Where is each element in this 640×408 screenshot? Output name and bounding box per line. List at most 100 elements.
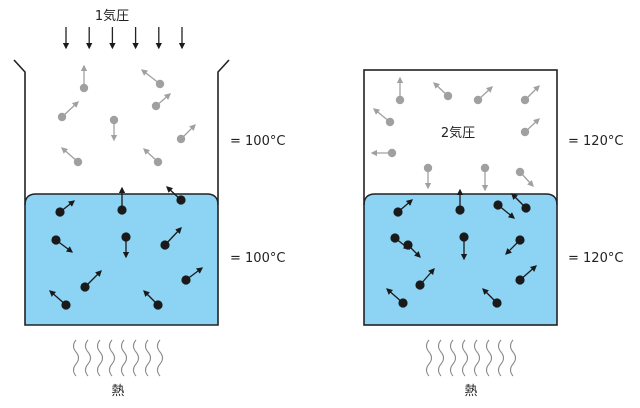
vapor-molecule [151,93,171,111]
molecule-dot [515,275,525,285]
vapor-molecule [79,64,89,93]
vapor-molecule [520,85,540,105]
vapor-molecule [372,108,395,127]
molecule-dot [61,300,71,310]
molecule-dot [51,235,61,245]
heat-wave-line [437,339,445,377]
molecule-dot [79,83,89,93]
molecule-dot [403,240,413,250]
heat-wave-line [485,339,493,377]
molecule-dot [493,200,503,210]
molecule-dot [390,233,400,243]
left-vapor-temp: = 100°C [230,134,285,149]
liquid-molecule [143,290,163,310]
right-liquid-temp: = 120°C [568,251,623,266]
heat-wave-line [72,339,80,377]
liquid-molecule [160,227,182,250]
molecule-dot [415,280,425,290]
right-container-outline [363,69,558,326]
molecule-dot [387,148,397,158]
liquid-molecule [493,200,516,219]
left-pressure-arrows [62,27,186,50]
molecule-dot [395,95,405,105]
heat-wave-line [84,339,92,377]
liquid-molecule [181,267,204,285]
vapor-molecule [143,148,163,167]
heat-wave-line [473,339,481,377]
molecule-dot [181,275,191,285]
left-water [25,194,218,325]
heat-wave-line [425,339,433,377]
liquid-molecule [403,240,421,258]
left-pressure-label: 1気圧 [95,8,129,24]
molecule-dot [455,205,465,215]
left-heat-label: 熱 [111,384,124,399]
molecule-dot [117,205,127,215]
vapor-molecule [395,76,405,105]
molecule-dot [80,282,90,292]
liquid-molecule [166,186,186,205]
molecule-dot [121,232,131,242]
vapor-molecule [176,124,196,144]
left-molecules [49,64,204,310]
liquid-molecule [393,199,413,217]
molecule-dot [443,91,453,101]
right-water [364,194,557,325]
heat-wave-line [144,339,152,377]
molecule-dot [109,115,119,125]
vapor-molecule [109,115,119,142]
liquid-molecule [121,232,131,259]
heat-wave-line [461,339,469,377]
molecule-dot [155,79,165,89]
molecule-dot [176,195,186,205]
molecule-dot [459,232,469,242]
molecule-dot [151,101,161,111]
vapor-molecule [423,163,433,190]
left-liquid-temp: = 100°C [230,251,285,266]
liquid-molecule [51,235,74,253]
heat-wave-line [497,339,505,377]
molecule-dot [160,240,170,250]
right-pressure-label: 2気圧 [441,125,475,141]
vapor-molecule [61,147,83,167]
molecule-dot [176,134,186,144]
liquid-molecule [49,290,71,310]
molecule-dot [153,157,163,167]
molecule-dot [515,235,525,245]
molecule-dot [385,117,395,127]
heat-wave-line [96,339,104,377]
molecule-dot [515,167,525,177]
molecule-dot [473,95,483,105]
molecule-dot [398,298,408,308]
liquid-molecule [415,268,435,290]
right-heat-wave-icon [425,339,517,377]
heat-wave-line [120,339,128,377]
molecule-dot [492,298,502,308]
molecule-dot [393,207,403,217]
molecule-dot [520,127,530,137]
liquid-molecule [386,288,408,308]
heat-wave-line [449,339,457,377]
vapor-molecule [520,118,540,137]
molecule-dot [521,203,531,213]
molecule-dot [153,300,163,310]
liquid-molecule [80,270,102,292]
liquid-molecule [505,235,525,255]
vapor-molecule [515,167,534,187]
liquid-molecule [511,193,531,213]
vapor-molecule [370,148,397,158]
molecule-dot [55,207,65,217]
molecule-dot [520,95,530,105]
heat-wave-line [509,339,517,377]
vapor-molecule [480,163,490,192]
right-heat-label: 熱 [464,384,477,399]
liquid-molecule [55,200,76,217]
heat-wave-line [132,339,140,377]
right-closed-container: 2気圧 = 120°C = 120°C 熱 [363,69,623,399]
molecule-dot [480,163,490,173]
vapor-molecule [433,82,453,101]
liquid-molecule [459,232,469,261]
vapor-molecule [140,69,165,89]
left-beaker-outline [13,59,230,326]
